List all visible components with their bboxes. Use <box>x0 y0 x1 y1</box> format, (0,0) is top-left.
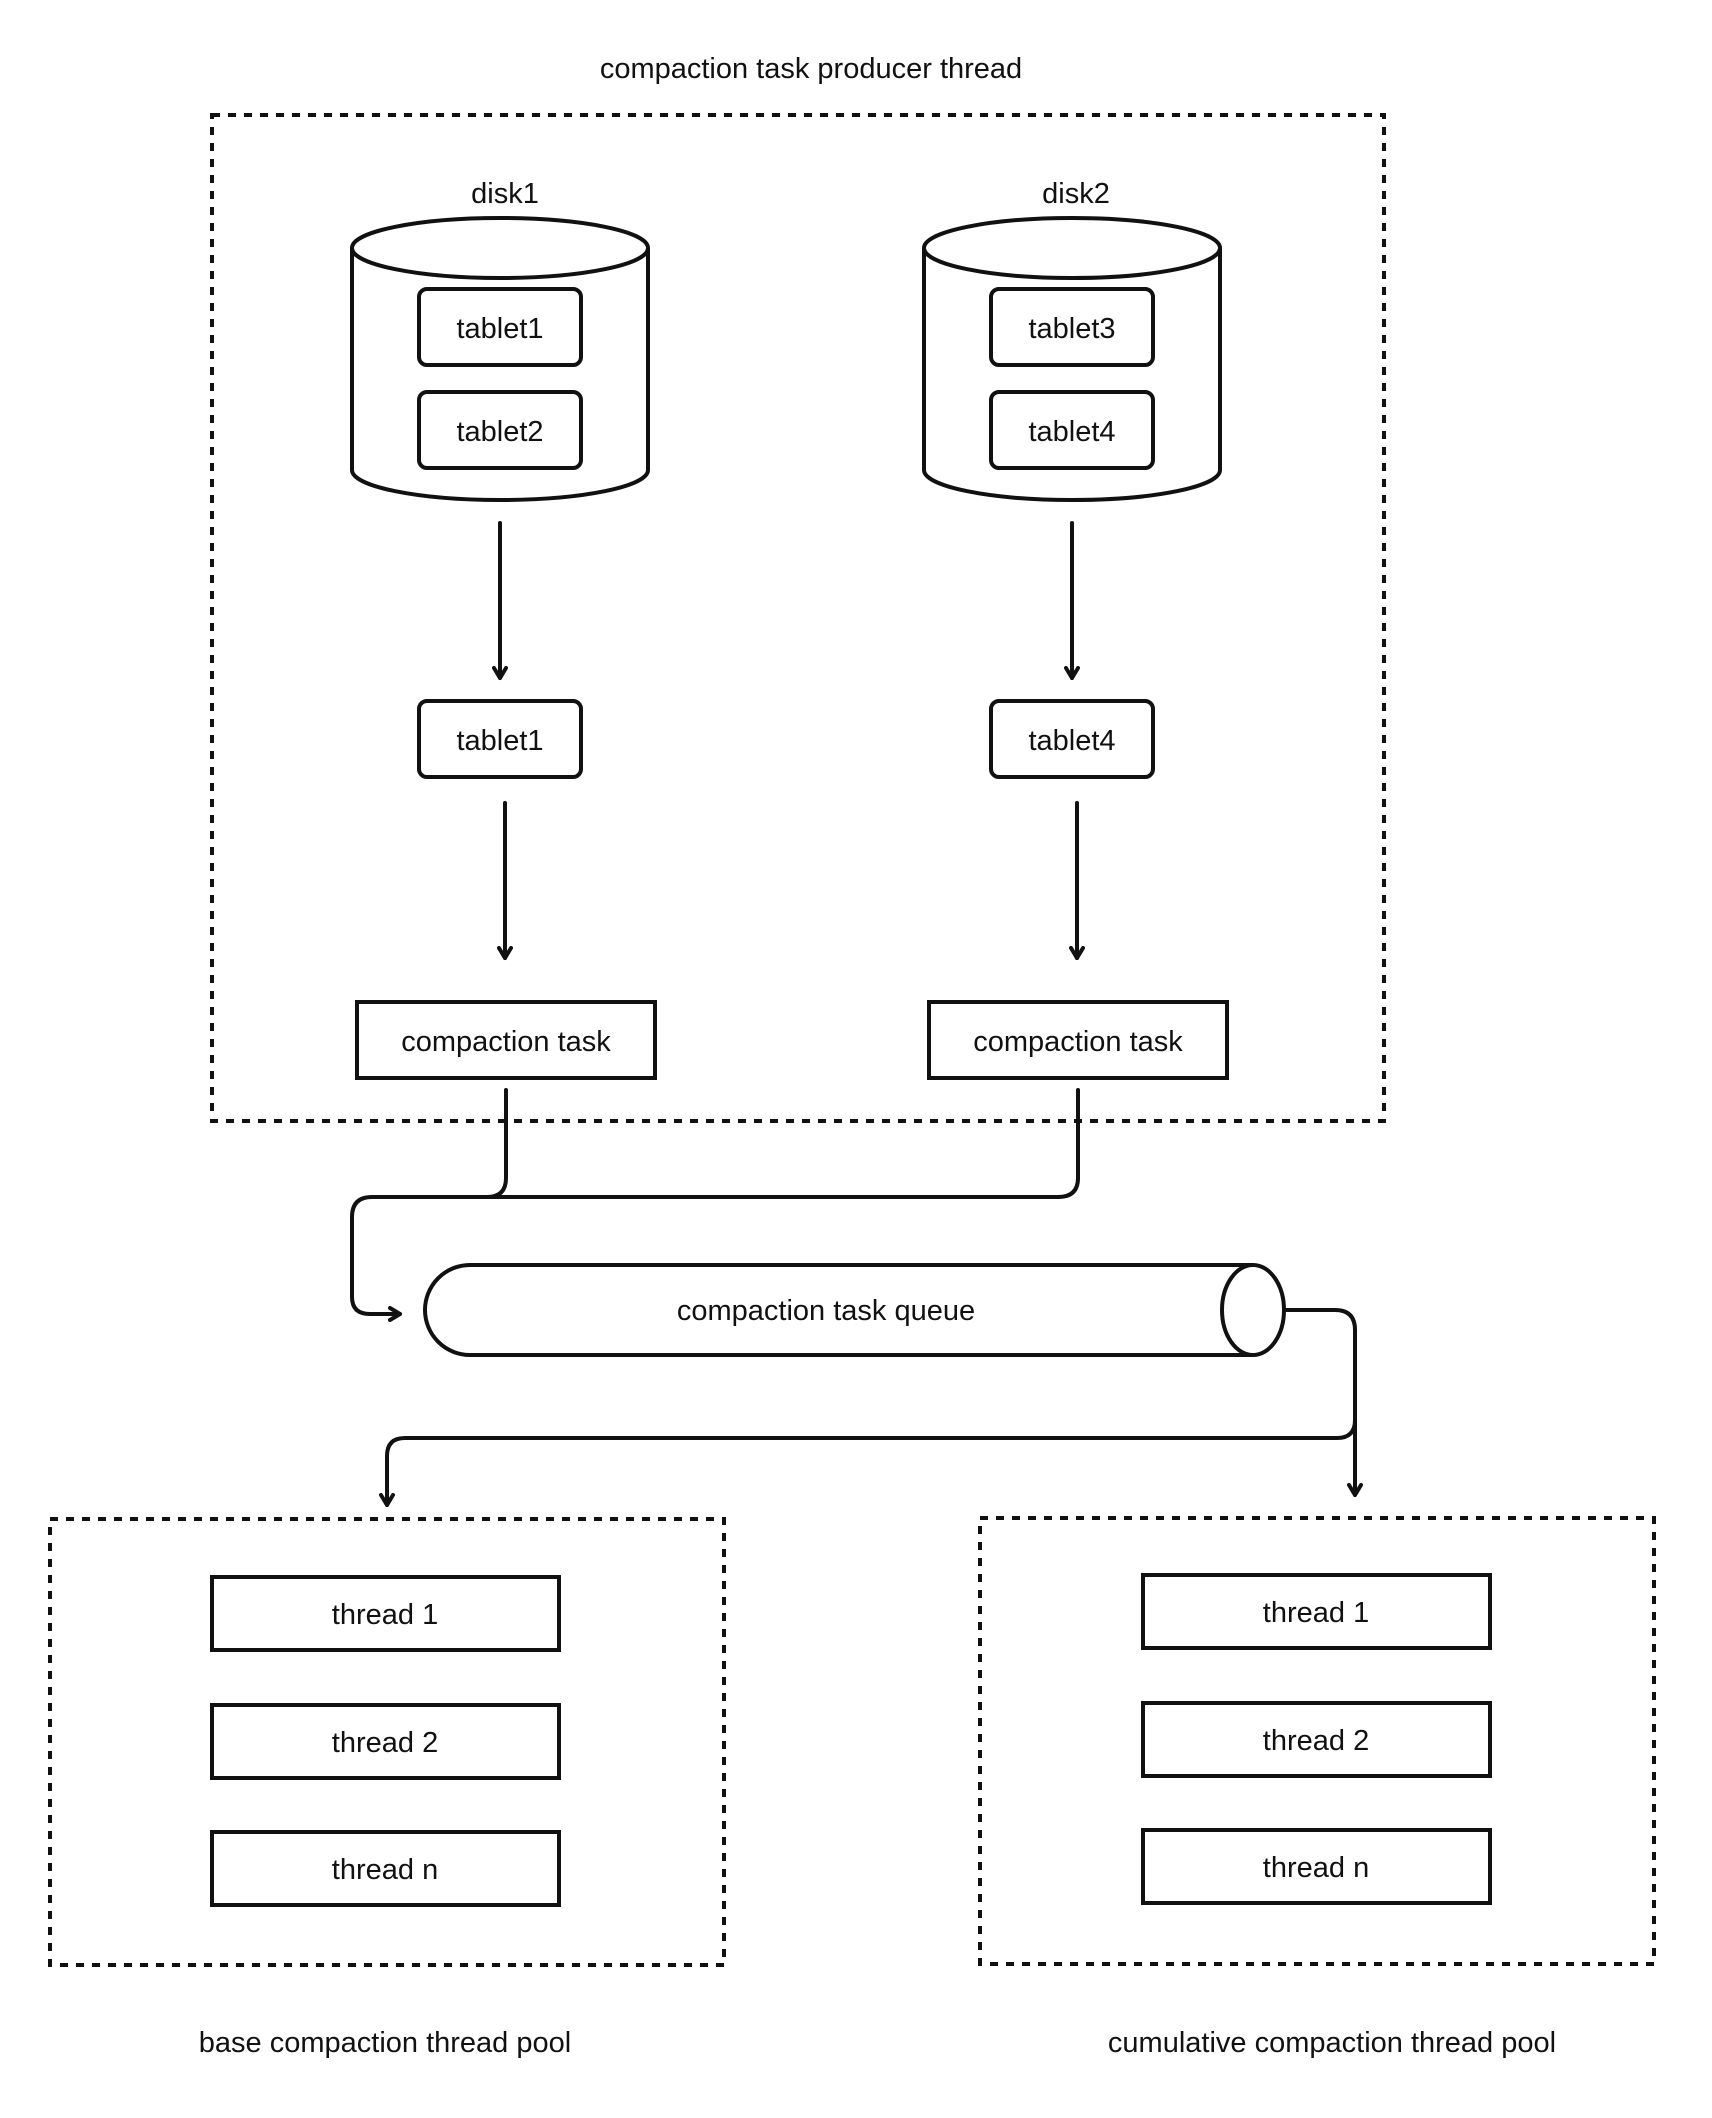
queue-label: compaction task queue <box>677 1295 975 1327</box>
cumulative-pool-boundary <box>978 1516 1656 1966</box>
producer-thread-title: compaction task producer thread <box>600 53 1022 85</box>
disk1-cylinder-top <box>350 216 650 280</box>
disk1-tablet-box <box>417 287 583 367</box>
queue-end-cap <box>1220 1263 1286 1357</box>
base-pool-boundary <box>48 1517 726 1967</box>
disk2-cylinder-top <box>922 216 1222 280</box>
compaction-task-disk1-box <box>355 1000 657 1080</box>
queue-to-base-pool-connector <box>379 1418 1357 1507</box>
base-pool-thread-box <box>210 1830 561 1907</box>
disk2-tablet-label: tablet4 <box>1028 416 1115 448</box>
compaction-task-disk1-label: compaction task <box>401 1026 611 1058</box>
base-pool-thread-label: thread n <box>332 1854 438 1886</box>
task-to-queue-connector <box>350 1088 508 1322</box>
selected-tablet-disk1-box <box>417 699 583 779</box>
base-pool-thread-box <box>210 1575 561 1652</box>
cumulative-pool-thread-box <box>1141 1828 1492 1905</box>
base-pool-thread-box <box>210 1703 561 1780</box>
compaction-task-disk2-box <box>927 1000 1229 1080</box>
disk2-tablet-label: tablet3 <box>1028 313 1115 345</box>
disk1-tablet-label: tablet1 <box>456 313 543 345</box>
queue-body <box>423 1263 1253 1357</box>
base-pool-thread-label: thread 1 <box>332 1599 438 1631</box>
compaction-task-disk2-label: compaction task <box>973 1026 1183 1058</box>
base-pool-label: base compaction thread pool <box>199 2027 571 2059</box>
disk2-group: disk2 tablet3 tablet4 <box>922 178 1222 502</box>
cumulative-pool-thread-label: thread 1 <box>1263 1597 1369 1629</box>
cumulative-pool-thread-label: thread n <box>1263 1852 1369 1884</box>
disk2-cylinder <box>922 248 1222 502</box>
cumulative-pool-thread-label: thread 2 <box>1263 1725 1369 1757</box>
selected-tablet-disk1-label: tablet1 <box>456 725 543 757</box>
queue-to-cumulative-pool-connector <box>1283 1308 1363 1497</box>
selected-tablet-disk2-box <box>989 699 1155 779</box>
disk1-group: disk1 tablet1 tablet2 <box>350 178 650 502</box>
disk2-tablet-box <box>989 390 1155 470</box>
disk1-cylinder <box>350 248 650 502</box>
task-to-queue-connector <box>485 1088 1080 1199</box>
cumulative-pool-thread-box <box>1141 1573 1492 1650</box>
cumulative-pool-thread-box <box>1141 1701 1492 1778</box>
disk2-label: disk2 <box>1042 178 1110 210</box>
cumulative-pool-label: cumulative compaction thread pool <box>1108 2027 1556 2059</box>
disk2-tablet-box <box>989 287 1155 367</box>
disk1-tablet-label: tablet2 <box>456 416 543 448</box>
disk1-label: disk1 <box>471 178 539 210</box>
compaction-task-queue: compaction task queue <box>423 1263 1286 1357</box>
selected-tablet-disk2-label: tablet4 <box>1028 725 1115 757</box>
disk1-tablet-box <box>417 390 583 470</box>
base-pool-thread-label: thread 2 <box>332 1727 438 1759</box>
